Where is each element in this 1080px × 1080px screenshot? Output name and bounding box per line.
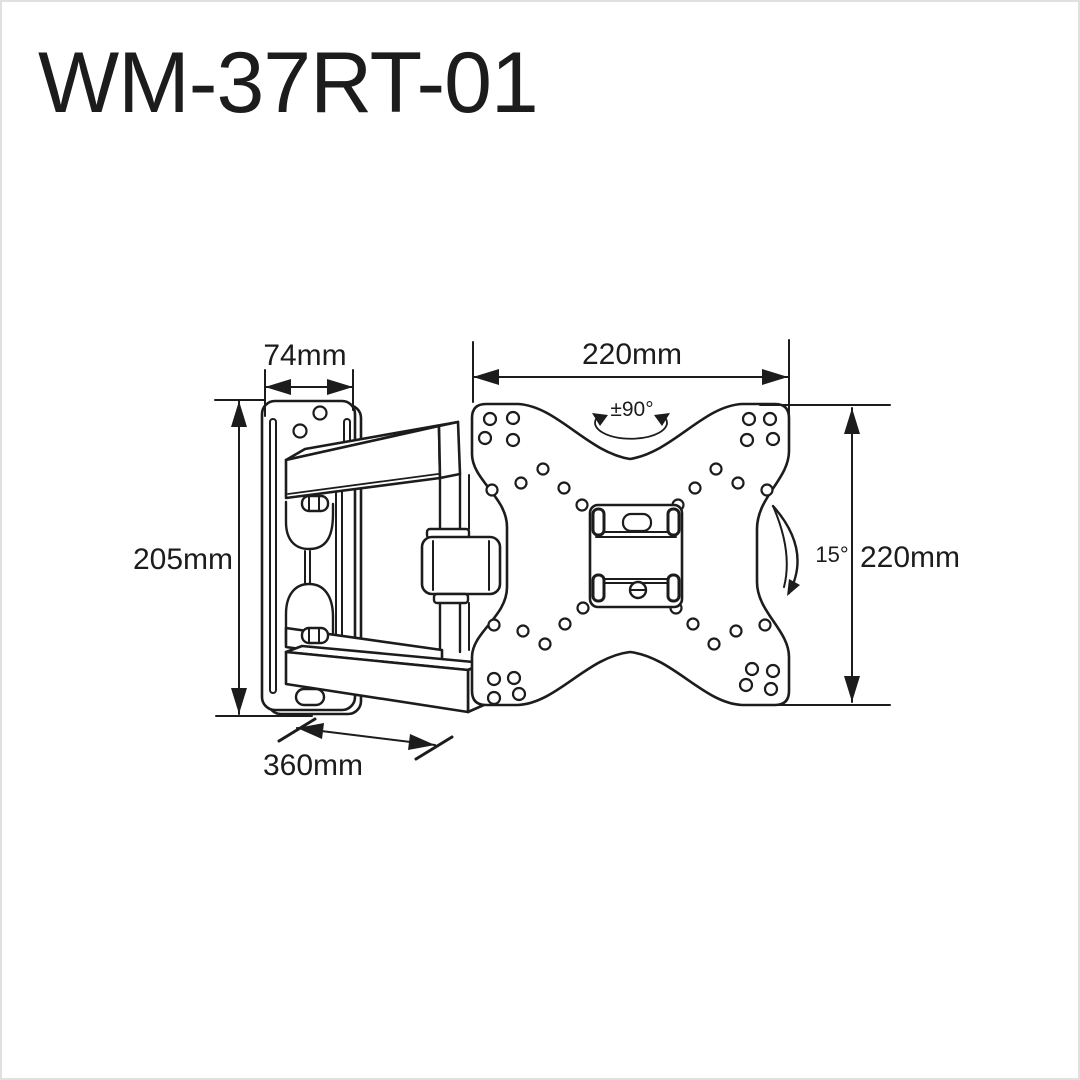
vesa-hole-clusters xyxy=(477,410,781,706)
dim-label-220mm-right: 220mm xyxy=(860,541,960,574)
lower-arm xyxy=(284,650,470,714)
dimension-arrow xyxy=(473,369,499,385)
dim-wall-plate-width: 74mm xyxy=(263,339,354,417)
tilt-annotation: 15° xyxy=(771,504,849,596)
dim-label-205mm: 205mm xyxy=(133,543,233,576)
dimension-arrow xyxy=(231,688,247,714)
dimension-arrow xyxy=(297,723,324,739)
tv-plate xyxy=(470,402,791,707)
pivot-bolt-upper xyxy=(300,494,330,513)
dimension-arrow xyxy=(844,408,860,434)
wall-plate-left-slot xyxy=(269,418,277,694)
mounting-arm xyxy=(284,420,502,714)
dimension-arrow xyxy=(408,734,435,750)
column-collar-bottom xyxy=(432,592,470,605)
hinge-rods xyxy=(304,471,343,643)
dim-tv-plate-width: 220mm xyxy=(472,338,790,433)
dimension-arrow xyxy=(844,676,860,702)
pivot-bolt-lower xyxy=(300,626,330,645)
dimension-arrow xyxy=(265,379,291,395)
rotation-arrow xyxy=(592,413,608,426)
bracket-corner-post xyxy=(591,507,606,537)
pivot-column xyxy=(420,472,502,656)
swivel-label: ±90° xyxy=(610,398,653,421)
dim-label-74mm: 74mm xyxy=(263,339,346,372)
bracket-corner-post xyxy=(666,573,681,603)
dimension-arrow xyxy=(327,379,353,395)
wall-plate-hole xyxy=(292,423,308,439)
tilt-label: 15° xyxy=(815,542,848,567)
dim-label-220mm-top: 220mm xyxy=(582,338,682,371)
swivel-annotation: ±90° xyxy=(592,398,670,440)
upper-arm-end-cap xyxy=(437,420,462,480)
rotation-arrow xyxy=(654,413,670,426)
keyhole-slot-upper xyxy=(284,500,335,551)
dim-wall-plate-height: 205mm xyxy=(133,399,313,717)
wall-plate-bottom-slot xyxy=(294,687,326,707)
dimension-arrow xyxy=(231,401,247,427)
vesa-bracket xyxy=(588,503,684,609)
vesa-hole-diagonals xyxy=(485,462,774,651)
dim-tv-plate-height: 220mm xyxy=(751,404,960,706)
bracket-corner-post xyxy=(591,573,606,603)
dimension-arrow xyxy=(762,369,788,385)
wall-plate-hole xyxy=(312,405,328,421)
bracket-corner-post xyxy=(666,507,681,537)
tilt-arrow xyxy=(787,579,800,596)
keyhole-slot-lower xyxy=(284,582,335,645)
bracket-top-tab xyxy=(621,512,653,533)
page-title: WM-37RT-01 xyxy=(38,35,538,131)
dim-extension: 360mm xyxy=(263,717,454,782)
dim-label-360mm: 360mm xyxy=(263,749,363,782)
